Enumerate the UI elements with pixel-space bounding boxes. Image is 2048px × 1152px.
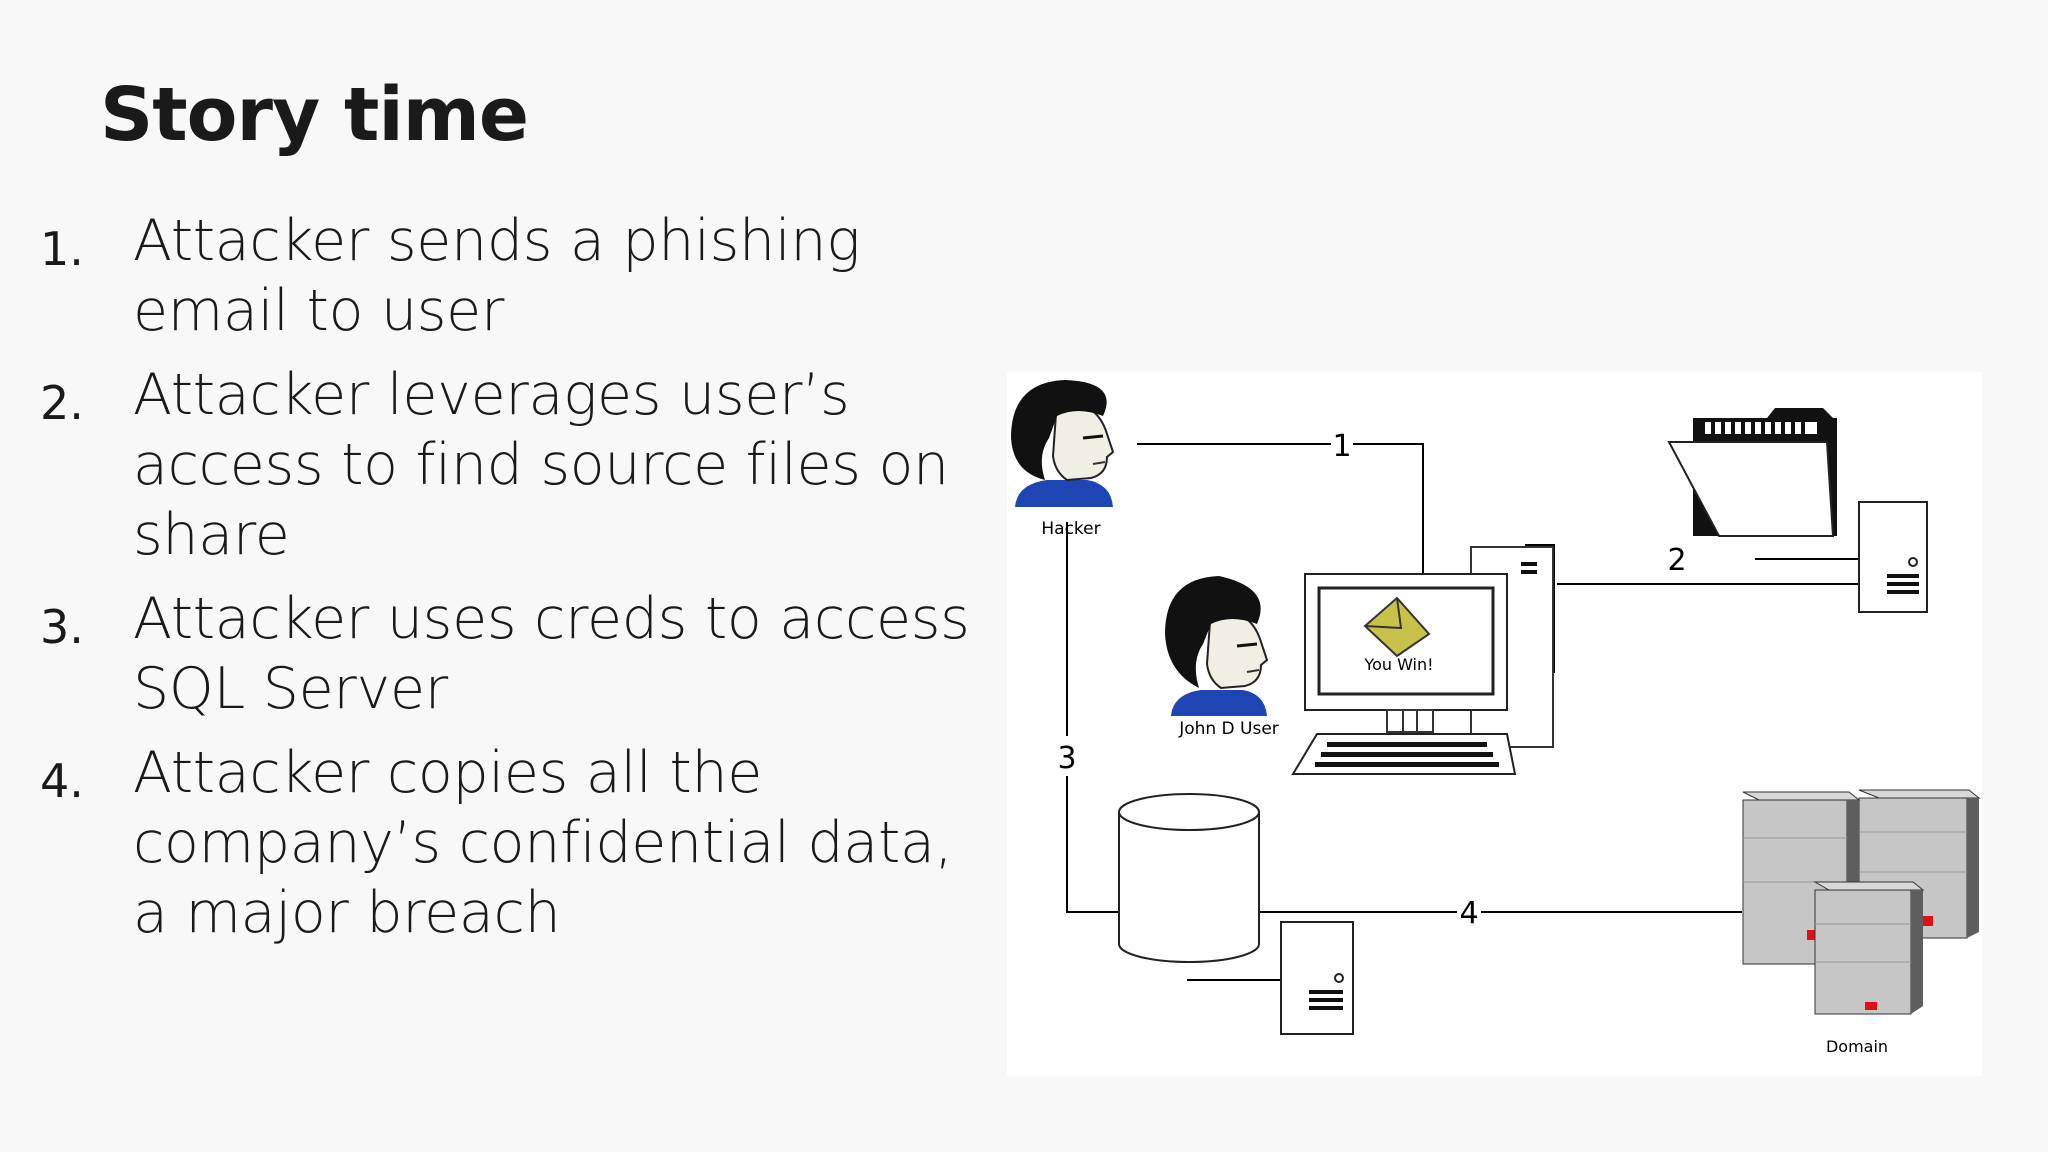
story-item-text: Attacker leverages user’s access to find…: [133, 362, 949, 568]
story-item-1: 1. Attacker sends a phishing email to us…: [40, 206, 1000, 346]
step-3-label: 3: [1057, 741, 1076, 776]
story-item-2: 2. Attacker leverages user’s access to f…: [40, 360, 1000, 570]
step-1-label-bg: [1331, 428, 1353, 460]
domain-server-front: [1813, 881, 1925, 1015]
story-list: 1. Attacker sends a phishing email to us…: [40, 206, 1000, 962]
story-item-number: 4.: [40, 754, 84, 808]
sql-server-icon: [1280, 921, 1354, 1035]
shared-folder-icon: [1667, 408, 1837, 537]
user-label: John D User: [1178, 719, 1279, 739]
file-server-icon: [1858, 501, 1928, 613]
step-1-label: 1: [1332, 429, 1351, 464]
hacker-label: Hacker: [1041, 519, 1100, 539]
story-item-text: Attacker sends a phishing email to user: [133, 208, 861, 344]
step-4-label: 4: [1459, 896, 1478, 931]
story-item-number: 3.: [40, 600, 84, 654]
hacker-avatar-icon: [1011, 380, 1115, 507]
slide-title: Story time: [100, 72, 529, 158]
story-item-3: 3. Attacker uses creds to access SQL Ser…: [40, 584, 1000, 724]
story-item-number: 2.: [40, 376, 84, 430]
line-step-1: [1137, 443, 1424, 576]
story-item-number: 1.: [40, 222, 84, 276]
user-avatar-icon: [1165, 576, 1269, 716]
database-icon: [1118, 793, 1260, 963]
attack-flow-svg: 1 2 3 4 Hacker John D User: [1011, 380, 1981, 1056]
keyboard-icon: [1291, 733, 1517, 775]
user-monitor-icon: [1304, 573, 1508, 733]
domain-label: Domain: [1826, 1037, 1888, 1056]
envelope-icon: [1363, 596, 1431, 658]
story-item-4: 4. Attacker copies all the company’s con…: [40, 738, 1000, 948]
step-3-label-bg: [1055, 736, 1079, 776]
connector-lines: [1066, 443, 1865, 981]
line-step-3: [1066, 522, 1118, 913]
domain-servers-icon: [1742, 789, 1981, 1015]
story-item-text: Attacker copies all the company’s confid…: [133, 740, 953, 946]
step-4-label-bg: [1457, 894, 1481, 928]
screen-message: You Win!: [1363, 655, 1433, 674]
attack-flow-diagram: 1 2 3 4 Hacker John D User: [1007, 372, 1982, 1076]
story-item-text: Attacker uses creds to access SQL Server: [133, 586, 970, 722]
step-2-label: 2: [1667, 543, 1686, 578]
